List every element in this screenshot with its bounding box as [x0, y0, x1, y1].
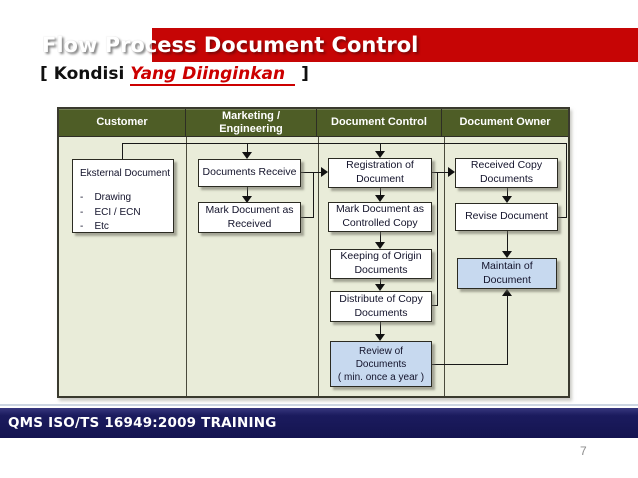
flow-box-received-copy: Received Copy Documents — [455, 158, 558, 188]
arrow-into-documents-receive-icon — [242, 152, 252, 159]
flow-box-line: Documents — [354, 306, 408, 319]
flow-table: Customer Marketing / Engineering Documen… — [57, 107, 570, 398]
connector-received-to-revise — [507, 188, 508, 197]
page-number: 7 — [580, 444, 587, 458]
connector-distribute-down — [380, 322, 381, 335]
flow-box-line: Document — [483, 273, 531, 286]
column-header-document-control: Document Control — [316, 109, 442, 137]
connector-receive-to-registration — [301, 172, 323, 173]
arrow-into-registration-left-icon — [321, 167, 328, 177]
arrow-into-keeping-icon — [375, 242, 385, 249]
connector-review-right — [432, 364, 507, 365]
footer-bar: QMS ISO/TS 16949:2009 TRAINING — [0, 408, 638, 438]
connector-receive-to-mark — [247, 187, 248, 197]
flow-box-mark-controlled-copy: Mark Document as Controlled Copy — [328, 202, 432, 232]
flow-box-distribute-copy: Distribute of Copy Documents — [330, 291, 432, 322]
flow-box-line: ( min. once a year ) — [337, 371, 425, 383]
flow-box-line: Maintain of — [481, 259, 533, 272]
flow-box-line: Received Copy — [470, 159, 543, 172]
arrow-into-received-copy-icon — [448, 167, 455, 177]
list-item: - Drawing — [80, 192, 132, 203]
flow-box-line: Document — [356, 173, 404, 185]
connector-revise-feedback-stub — [558, 217, 566, 218]
connector-revise-feedback-vertical — [566, 143, 567, 218]
title-ghost-text: Flow Pro — [42, 33, 145, 57]
flow-box-line: Revise Document — [465, 210, 548, 223]
list-item: - ECI / ECN — [80, 206, 141, 218]
column-header-marketing-engineering: Marketing / Engineering — [186, 109, 317, 137]
connector-revise-to-maintain — [507, 231, 508, 252]
connector-registration-to-received — [432, 172, 449, 173]
connector-into-documents-receive — [247, 143, 248, 153]
connector-mark-received-up — [313, 172, 314, 218]
column-divider — [186, 137, 187, 396]
flow-box-line: Registration of — [346, 159, 414, 172]
subtitle-open: [ Kondisi — [40, 64, 125, 84]
flow-box-line: Documents Receive — [202, 166, 297, 179]
flow-box-revise-document: Revise Document — [455, 203, 558, 231]
arrow-into-review-icon — [375, 334, 385, 341]
subtitle-highlight: Yang Diinginkan — [130, 64, 296, 86]
column-header-customer: Customer — [59, 109, 186, 137]
connector-eksternal-up — [122, 143, 123, 160]
column-divider — [318, 137, 319, 396]
flow-box-line: Mark Document as — [335, 203, 425, 216]
footer-label: QMS ISO/TS 16949:2009 TRAINING — [8, 415, 277, 431]
title-red-banner — [152, 28, 638, 62]
footer-divider-line — [0, 404, 638, 406]
connector-distribute-up — [437, 172, 438, 305]
flow-box-line: Documents — [354, 264, 408, 276]
column-header-document-owner: Document Owner — [441, 109, 568, 137]
arrow-into-registration-top-icon — [375, 151, 385, 158]
flow-box-line: Review of — [359, 345, 403, 357]
arrow-into-maintain-bottom-icon — [502, 289, 512, 296]
flow-box-eksternal-document: Eksternal Document - Drawing - ECI / ECN… — [72, 159, 174, 233]
subtitle-close: ] — [301, 64, 309, 84]
arrow-into-maintain-top-icon — [502, 251, 512, 258]
connector-distribute-stub — [432, 305, 438, 306]
flow-box-line: Received — [227, 217, 272, 230]
arrow-into-controlled-icon — [375, 195, 385, 202]
flow-box-line: Keeping of Origin — [340, 250, 422, 263]
flow-box-line: Controlled Copy — [342, 217, 418, 229]
flow-box-line: Documents — [479, 173, 534, 185]
flow-box-mark-document-received: Mark Document as Received — [198, 202, 301, 233]
arrow-into-distribute-icon — [375, 284, 385, 291]
flow-box-keeping-origin: Keeping of Origin Documents — [330, 249, 432, 279]
flow-box-line: Distribute of Copy — [339, 292, 423, 305]
flow-box-registration: Registration of Document — [328, 158, 432, 188]
arrow-into-revise-icon — [502, 196, 512, 203]
connector-controlled-down — [380, 232, 381, 243]
flow-box-documents-receive: Documents Receive — [198, 159, 301, 187]
flow-box-title: Eksternal Document — [80, 168, 171, 179]
flow-box-review-documents: Review of Documents ( min. once a year ) — [330, 341, 432, 387]
arrow-into-mark-received-icon — [242, 196, 252, 203]
flow-box-line: Documents — [355, 358, 407, 370]
connector-mark-received-stub — [301, 217, 313, 218]
connector-registration-down — [380, 188, 381, 196]
title-main-text: cess Document Control — [144, 33, 419, 57]
column-divider — [444, 137, 445, 396]
list-item: - Etc — [80, 221, 109, 232]
flow-box-line: Mark Document as — [205, 203, 294, 216]
flow-box-maintain-document: Maintain of Document — [457, 258, 557, 289]
connector-top-rail — [122, 143, 566, 144]
connector-keeping-down — [380, 279, 381, 285]
connector-into-registration-top — [380, 143, 381, 152]
table-header-row: Customer Marketing / Engineering Documen… — [59, 109, 568, 137]
connector-review-up — [507, 296, 508, 365]
